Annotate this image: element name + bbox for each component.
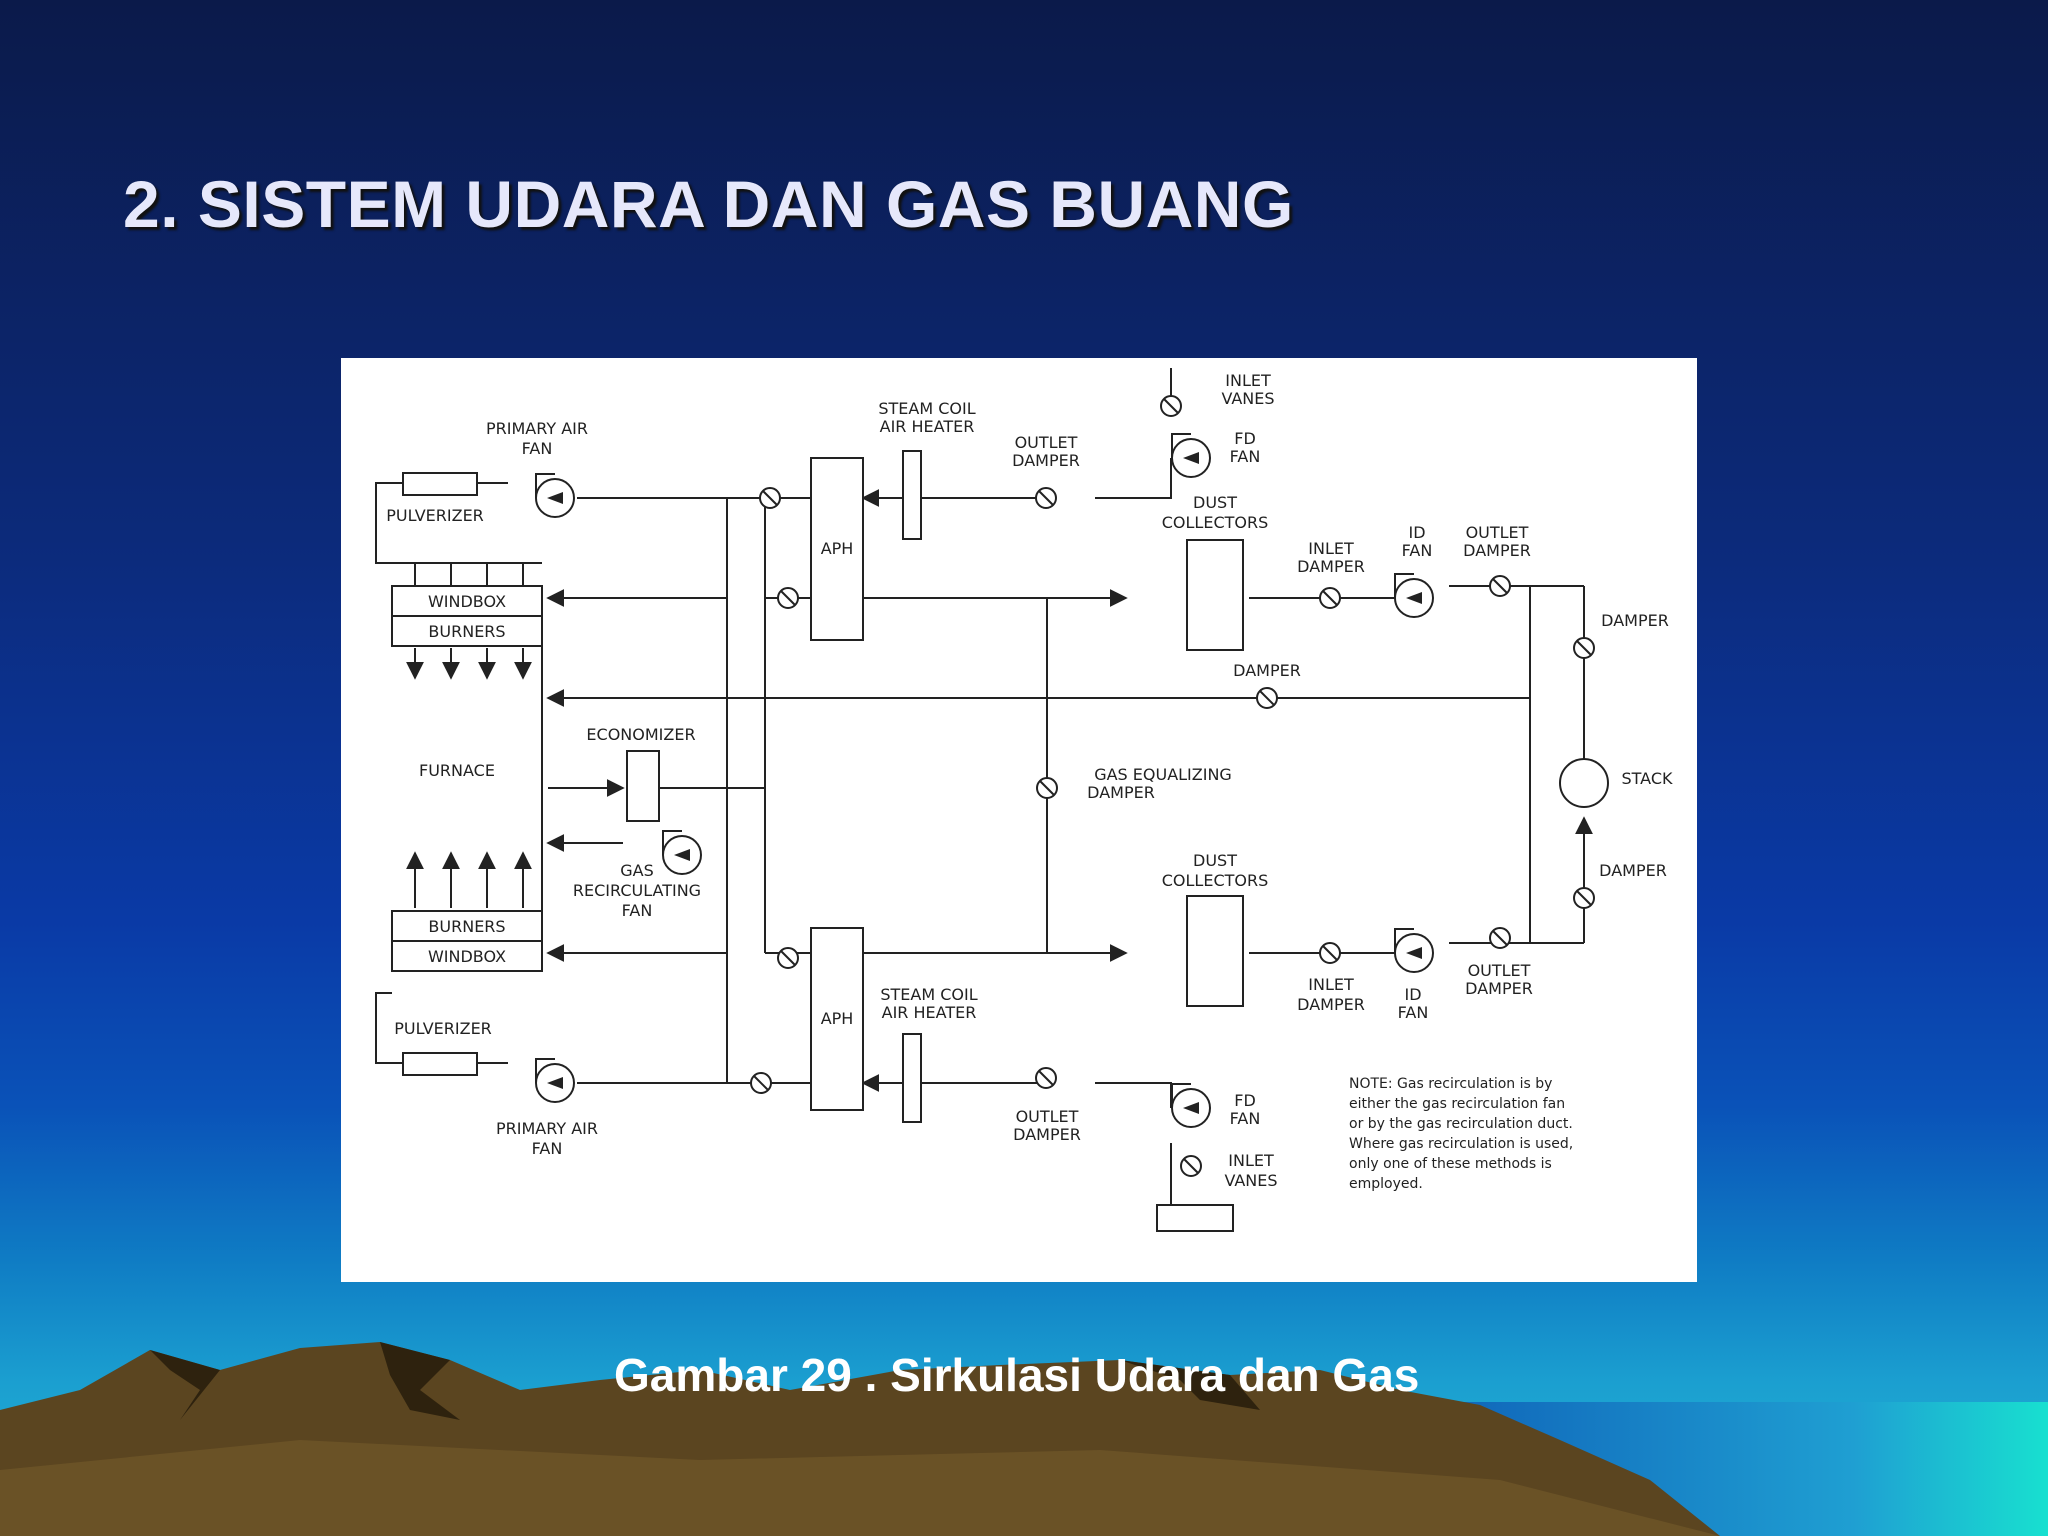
furnace-block	[391, 472, 543, 1076]
svg-text:FAN: FAN	[1230, 1109, 1261, 1128]
svg-text:DAMPER: DAMPER	[1087, 783, 1155, 802]
svg-text:DAMPER: DAMPER	[1465, 979, 1533, 998]
label-pulverizer-bottom: PULVERIZER	[394, 1019, 492, 1038]
figure-caption: Gambar 29 . Sirkulasi Udara dan Gas	[614, 1349, 1420, 1401]
coal-feed-bottom	[375, 992, 403, 1064]
diagram-note: NOTE: Gas recirculation is by either the…	[1349, 1076, 1573, 1192]
label-outlet-damper-bottom: OUTLET	[1016, 1107, 1079, 1126]
svg-text:DAMPER: DAMPER	[1463, 541, 1531, 560]
svg-text:FAN: FAN	[522, 439, 553, 458]
label-damper-mid: DAMPER	[1233, 661, 1301, 680]
label-gas-equalizing-damper: GAS EQUALIZING	[1094, 765, 1232, 784]
label-fd-fan-bottom: FD	[1234, 1091, 1256, 1110]
label-dust-collectors-top: DUST	[1193, 493, 1237, 512]
economizer	[626, 750, 660, 822]
svg-text:FAN: FAN	[1230, 447, 1261, 466]
label-gas-recirculating-fan: GAS	[620, 861, 654, 880]
svg-text:DAMPER: DAMPER	[1012, 451, 1080, 470]
label-aph-bottom: APH	[821, 1009, 854, 1028]
svg-text:DAMPER: DAMPER	[1297, 995, 1365, 1014]
label-damper-right-top: DAMPER	[1601, 611, 1669, 630]
svg-text:FAN: FAN	[622, 901, 653, 920]
coal-feed-top	[375, 482, 403, 564]
dust-collector-bottom	[1186, 895, 1244, 1007]
svg-text:DAMPER: DAMPER	[1297, 557, 1365, 576]
stack	[1559, 758, 1609, 808]
label-furnace: FURNACE	[419, 761, 495, 780]
svg-text:only one of these methods is: only one of these methods is	[1349, 1156, 1552, 1172]
svg-text:FAN: FAN	[1398, 1003, 1429, 1022]
mountain-decoration	[0, 1342, 2048, 1536]
diagram-panel: INLET VANES STEAM COIL AIR HEATER PRIMAR…	[341, 358, 1697, 1282]
label-steam-coil-top: STEAM COIL	[878, 399, 975, 418]
label-stack: STACK	[1621, 769, 1673, 788]
label-primary-air-fan-top: PRIMARY AIR	[486, 419, 588, 438]
label-dust-collectors-bottom: DUST	[1193, 851, 1237, 870]
svg-text:or by the gas recirculation du: or by the gas recirculation duct.	[1349, 1116, 1573, 1132]
steam-coil-top	[902, 450, 922, 540]
svg-text:VANES: VANES	[1221, 389, 1274, 408]
label-inlet-damper-top: INLET	[1308, 539, 1354, 558]
svg-text:NOTE: Gas recirculation is by: NOTE: Gas recirculation is by	[1349, 1076, 1552, 1092]
aph-bottom	[810, 927, 864, 1111]
svg-text:AIR HEATER: AIR HEATER	[880, 417, 975, 436]
fan-icons	[535, 433, 1434, 1128]
label-windbox-top: WINDBOX	[428, 592, 506, 611]
svg-text:either the gas recirculation f: either the gas recirculation fan	[1349, 1096, 1565, 1112]
svg-text:RECIRCULATING: RECIRCULATING	[573, 881, 701, 900]
svg-text:FAN: FAN	[532, 1139, 563, 1158]
dust-collector-top	[1186, 539, 1244, 651]
label-damper-right-bottom: DAMPER	[1599, 861, 1667, 880]
label-inlet-damper-bottom: INLET	[1308, 975, 1354, 994]
label-id-fan-bottom: ID	[1404, 985, 1421, 1004]
svg-text:DAMPER: DAMPER	[1013, 1125, 1081, 1144]
air-gas-flow-diagram: INLET VANES STEAM COIL AIR HEATER PRIMAR…	[375, 368, 1673, 1232]
label-fd-fan-top: FD	[1234, 429, 1256, 448]
label-burners-top: BURNERS	[428, 622, 505, 641]
slide-title: 2. SISTEM UDARA DAN GAS BUANG	[123, 167, 1294, 241]
label-outlet-damper-right-top: OUTLET	[1466, 523, 1529, 542]
label-economizer: ECONOMIZER	[586, 725, 695, 744]
svg-text:FAN: FAN	[1402, 541, 1433, 560]
label-inlet-vanes-top: INLET	[1225, 371, 1271, 390]
steam-coil-bottom	[902, 1033, 922, 1123]
svg-text:COLLECTORS: COLLECTORS	[1162, 871, 1269, 890]
svg-text:Where gas recirculation is use: Where gas recirculation is used,	[1349, 1136, 1573, 1152]
svg-text:VANES: VANES	[1224, 1171, 1277, 1190]
label-primary-air-fan-bottom: PRIMARY AIR	[496, 1119, 598, 1138]
label-windbox-bottom: WINDBOX	[428, 947, 506, 966]
label-outlet-damper-right-bottom: OUTLET	[1468, 961, 1531, 980]
label-burners-bottom: BURNERS	[428, 917, 505, 936]
label-inlet-vanes-bottom: INLET	[1228, 1151, 1274, 1170]
svg-text:AIR HEATER: AIR HEATER	[882, 1003, 977, 1022]
label-aph-top: APH	[821, 539, 854, 558]
label-outlet-damper-top: OUTLET	[1015, 433, 1078, 452]
label-steam-coil-bottom: STEAM COIL	[880, 985, 977, 1004]
aph-top	[810, 457, 864, 641]
label-pulverizer-top: PULVERIZER	[386, 506, 484, 525]
label-id-fan-top: ID	[1408, 523, 1425, 542]
svg-text:employed.: employed.	[1349, 1176, 1423, 1192]
svg-text:COLLECTORS: COLLECTORS	[1162, 513, 1269, 532]
